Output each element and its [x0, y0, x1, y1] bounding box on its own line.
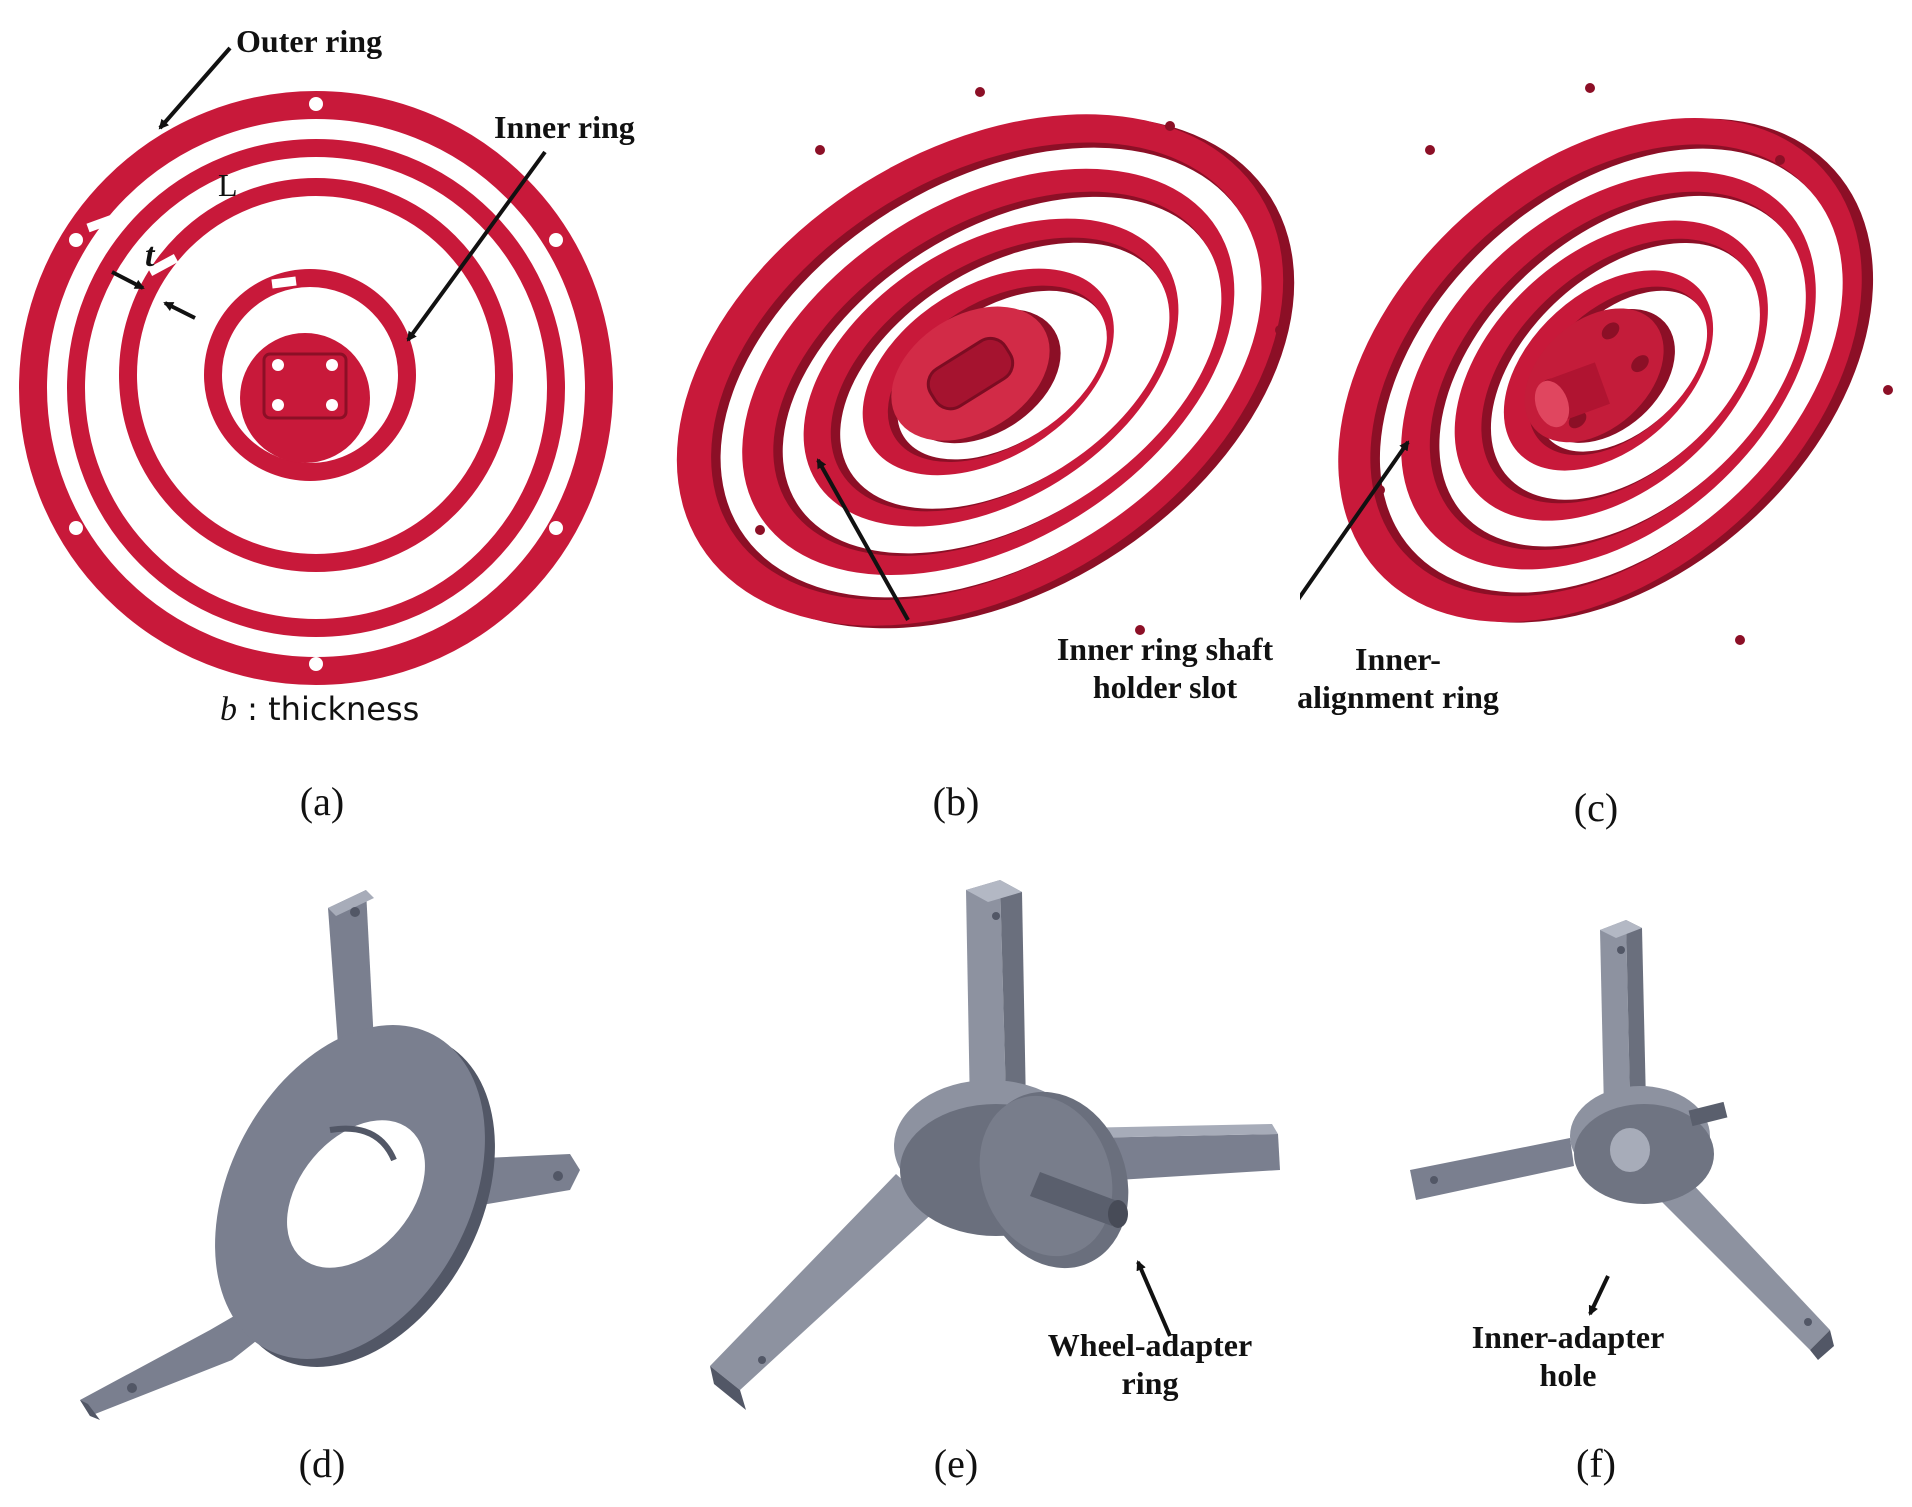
fourth-ring [204, 269, 416, 481]
f-top-arm-front [1600, 920, 1630, 1110]
e-bottom-arm [710, 1174, 936, 1390]
thickness-text: : thickness [237, 690, 420, 728]
panel-c [1300, 30, 1900, 760]
e-adapter-arrow [1136, 1260, 1172, 1337]
e-top-arm-front [966, 880, 1006, 1110]
b-slot-arrow [816, 458, 910, 621]
e-adapter-label: Wheel-adapter ring [1000, 1326, 1300, 1402]
panel-c-drawing [1300, 83, 1893, 645]
caption-b: (b) [932, 779, 980, 824]
f-bottom-arm [1640, 1160, 1830, 1350]
c-alignment-ring [1534, 380, 1570, 428]
inner-ring-label: Inner ring [494, 109, 635, 145]
f-inner-adapter-hole [1610, 1128, 1650, 1172]
inner-ring-slot [262, 352, 348, 420]
thickness-legend: b : thickness [220, 690, 419, 729]
t-arrow-left [111, 270, 145, 290]
b-outer-ring-holes [755, 87, 1285, 635]
inner-ring-holes [272, 359, 338, 411]
f-hole-label-line1: Inner-adapter [1471, 1319, 1665, 1355]
caption-c: (c) [1573, 785, 1619, 830]
panel-d [60, 860, 620, 1420]
c-alignment-label-line1: Inner- [1355, 641, 1441, 677]
thickness-variable: b [220, 691, 237, 728]
caption-e: (e) [933, 1441, 979, 1486]
f-hole-label-line2: hole [1539, 1357, 1597, 1393]
f-back-shaft [1688, 1101, 1728, 1127]
e-shaft [1030, 1172, 1120, 1226]
e-top-arm-side [1000, 880, 1026, 1108]
second-ring [67, 139, 565, 637]
c-alignment-arrow [1300, 440, 1410, 601]
spiral-gap-outer [86, 207, 134, 233]
panel-e-drawing [710, 880, 1280, 1410]
panel-b [640, 30, 1320, 760]
third-ring [119, 178, 513, 572]
panel-e [700, 870, 1300, 1430]
c-alignment-label-line2: alignment ring [1297, 679, 1499, 715]
panel-b-drawing [676, 87, 1295, 635]
b-slot-label-line2: holder slot [1092, 669, 1238, 705]
f-left-arm [1410, 1138, 1574, 1200]
e-right-arm [1080, 1134, 1280, 1182]
f-top-arm-side [1626, 920, 1646, 1104]
e-adapter-label-line1: Wheel-adapter [1047, 1327, 1253, 1363]
b-slot-label: Inner ring shaft holder slot [1020, 630, 1310, 706]
caption-a: (a) [299, 779, 345, 824]
t-arrow-right [163, 301, 196, 320]
caption-f: (f) [1576, 1441, 1616, 1486]
panel-a: Outer ring Inner ring L t b : thickness [0, 0, 660, 740]
b-shaft-slot [926, 336, 1015, 411]
panel-f-drawing [1410, 920, 1834, 1360]
c-outer-ring-holes [1375, 83, 1893, 645]
t-label: t [145, 237, 156, 274]
caption-d: (d) [298, 1441, 346, 1486]
b-slot-label-line1: Inner ring shaft [1056, 631, 1274, 667]
c-alignment-label: Inner- alignment ring [1258, 640, 1538, 716]
panel-d-drawing [80, 890, 580, 1420]
f-hole-label: Inner-adapter hole [1418, 1318, 1718, 1394]
outer-ring-holes [69, 97, 563, 671]
e-adapter-label-line2: ring [1121, 1365, 1179, 1401]
length-label: L [218, 167, 238, 203]
panel-f [1390, 910, 1890, 1420]
outer-ring-label: Outer ring [236, 23, 382, 59]
f-hole-arrow [1588, 1275, 1610, 1316]
panel-a-drawing: Outer ring Inner ring L t [19, 23, 635, 685]
outer-ring-arrow [158, 46, 232, 130]
inner-ring-arrow [406, 150, 547, 342]
spiral-gap-mid [147, 254, 179, 276]
spiral-gap-inner [271, 276, 297, 289]
